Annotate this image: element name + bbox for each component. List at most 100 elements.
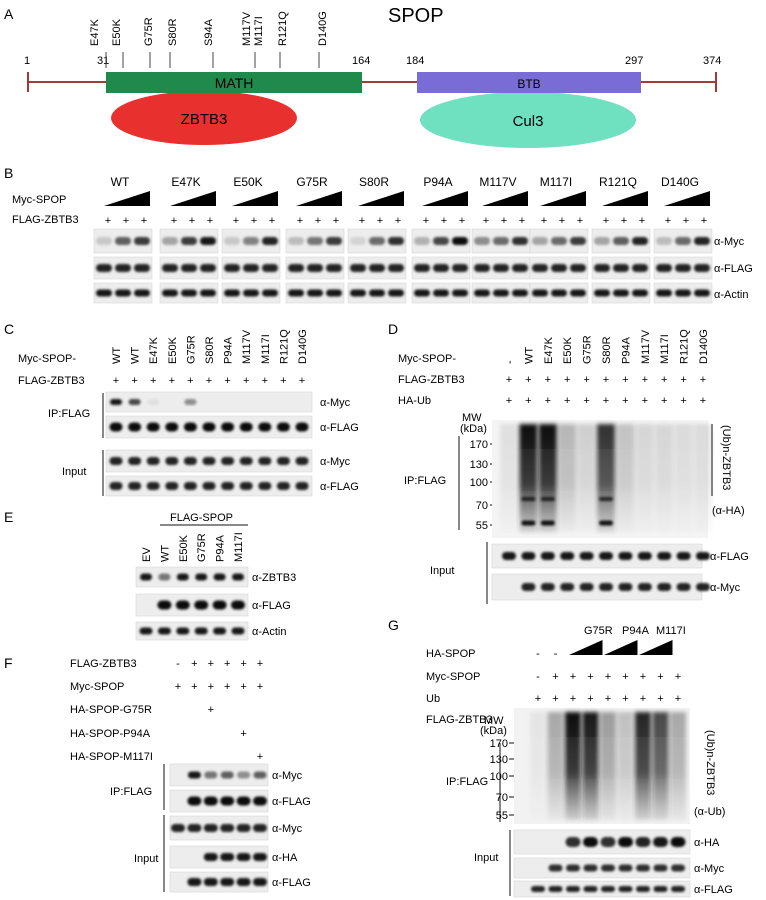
- ha-mark: -: [554, 648, 558, 660]
- ub-band: [599, 497, 613, 501]
- actin-band: [675, 289, 691, 297]
- flag-zbtb3-row-label: FLAG-ZBTB3: [12, 214, 79, 226]
- blot-strip: [135, 593, 249, 617]
- ub-smear: [694, 424, 712, 532]
- lane-label: D140G: [698, 329, 710, 364]
- flag-plus-mark: +: [683, 215, 689, 227]
- myc-band: [181, 237, 197, 245]
- actin-band: [307, 289, 323, 297]
- blot-label-myc: α-Myc: [714, 236, 745, 248]
- group-s80r: S80R+++: [347, 175, 407, 304]
- actin-band: [176, 627, 190, 635]
- ub-smear: [670, 712, 686, 820]
- lane-label: -: [504, 360, 516, 364]
- ub-smear: [565, 712, 581, 820]
- myc-band: [637, 583, 652, 591]
- flag-band: [599, 552, 613, 560]
- flag-band: [202, 482, 216, 490]
- row-mark: +: [240, 681, 246, 693]
- myc-band: [632, 237, 648, 245]
- myc-mark: +: [675, 671, 681, 683]
- group-label-wt: WT: [111, 175, 130, 189]
- flag-band: [183, 422, 197, 432]
- myc-mark: +: [570, 671, 576, 683]
- ub-smear: [582, 712, 599, 820]
- flag-band: [532, 264, 548, 272]
- flag-band: [512, 264, 528, 272]
- myc-band: [128, 457, 142, 465]
- myc-band: [656, 237, 672, 245]
- mw-title: MW: [484, 715, 504, 727]
- ha-band: [253, 853, 267, 861]
- actin-band: [388, 289, 404, 297]
- actin-band: [224, 289, 240, 297]
- flag-band: [433, 264, 449, 272]
- mw-marker: 70: [476, 500, 488, 512]
- myc-mark: +: [640, 671, 646, 683]
- ub-smear-lanes: [500, 424, 712, 532]
- ub-smear-label: (Ub)n-ZBTB3: [704, 730, 716, 795]
- lane-label: WT: [130, 347, 142, 364]
- flag-band: [203, 796, 218, 806]
- myc-band: [288, 237, 304, 245]
- flag-band: [570, 264, 586, 272]
- mutation-label-s80r: S80R: [167, 18, 179, 46]
- ha-band: [236, 853, 251, 861]
- flag-plus-mark: +: [395, 215, 401, 227]
- actin-band: [594, 289, 610, 297]
- flag-plus-mark: +: [207, 215, 213, 227]
- flag-band: [618, 886, 633, 892]
- ub-mark: +: [657, 693, 663, 705]
- flag-band: [253, 878, 267, 886]
- flag-band: [258, 422, 272, 432]
- ub-smear: [530, 712, 546, 820]
- group-label-m117v: M117V: [479, 175, 516, 189]
- myc-band: [220, 771, 234, 779]
- myc-band: [694, 237, 710, 245]
- row-mark: +: [257, 681, 263, 693]
- flag-band: [594, 264, 610, 272]
- ub-smear-label: (Ub)n-ZBTB3: [720, 425, 732, 490]
- myc-band: [474, 237, 490, 245]
- flag-plus-mark: +: [315, 215, 321, 227]
- flag-plus-mark: +: [262, 375, 268, 387]
- flag-band: [452, 264, 468, 272]
- ub-smear: [558, 424, 577, 532]
- myc-band: [253, 824, 267, 832]
- ha-band: [203, 853, 218, 861]
- tick-label-31: 31: [97, 55, 109, 67]
- flag-plus-mark: +: [233, 215, 239, 227]
- mutant-label-p94a: P94A: [622, 625, 650, 637]
- zbtb3-band: [158, 573, 171, 581]
- ub-row-label: Ub: [426, 693, 440, 705]
- flag-band: [183, 482, 197, 490]
- flag-band: [579, 552, 594, 560]
- myc-mark: -: [536, 671, 540, 683]
- tick-label-297: 297: [625, 55, 643, 67]
- flag-band: [276, 482, 290, 490]
- flag-band: [258, 482, 272, 490]
- btb-domain: [417, 72, 641, 93]
- row-mark: +: [191, 681, 197, 693]
- flag-band: [560, 552, 575, 560]
- myc-band: [540, 583, 555, 591]
- myc-band: [433, 237, 449, 245]
- ha-ub-plus-mark: +: [506, 395, 512, 407]
- group-d140g: D140G+++: [653, 175, 713, 304]
- blot-strip: [135, 566, 249, 588]
- lane-label: E50K: [167, 336, 179, 364]
- ha-ub-plus-mark: +: [622, 395, 628, 407]
- blot-label: α-HA: [272, 852, 298, 864]
- group-m117i: M117I+++: [529, 175, 589, 304]
- ha-band: [653, 837, 668, 847]
- dose-wedge-icon: [569, 640, 603, 655]
- protein-title: SPOP: [388, 5, 444, 27]
- ha-band: [618, 837, 633, 847]
- panel-letter-d: D: [388, 321, 398, 337]
- flag-band: [146, 482, 160, 490]
- actin-band: [162, 289, 178, 297]
- row-mark: +: [208, 681, 214, 693]
- actin-band: [243, 289, 259, 297]
- flag-band: [618, 552, 633, 560]
- ha-ub-plus-mark: +: [642, 395, 648, 407]
